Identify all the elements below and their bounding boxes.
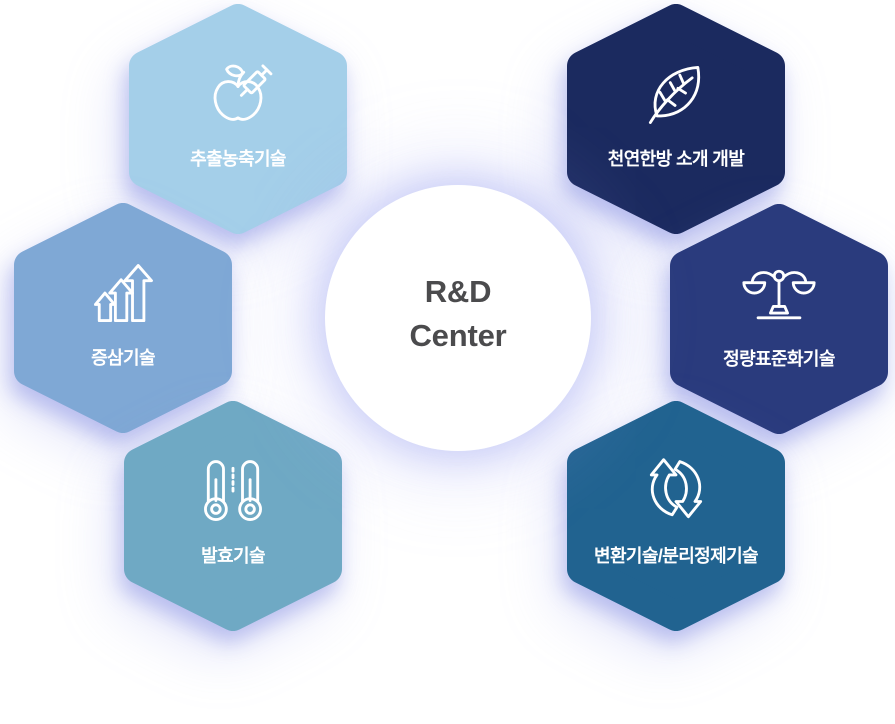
thermometers-icon <box>204 460 262 521</box>
hexagon-shape <box>124 401 342 631</box>
hexagon-ginseng-steaming: 증삼기술 <box>14 202 232 434</box>
hexagon-label: 추출농축기술 <box>190 149 286 169</box>
hexagon-quantitative-standardization: 정량표준화기술 <box>670 203 888 435</box>
hexagon-label: 발효기술 <box>201 546 265 566</box>
hexagon-shape <box>567 401 785 631</box>
hexagon-extraction-concentration: 추출농축기술 <box>129 3 347 235</box>
hexagon-label: 천연한방 소개 개발 <box>607 149 745 169</box>
center-title: R&D Center <box>410 270 507 358</box>
hexagon-label: 변환기술/분리정제기술 <box>594 546 759 566</box>
hexagon-label: 증삼기술 <box>91 348 155 368</box>
growth-arrows-icon <box>94 264 153 323</box>
leaf-icon <box>648 66 701 124</box>
hexagon-shape <box>14 203 232 433</box>
cycle-arrows-icon <box>649 458 703 519</box>
hexagon-shape <box>567 4 785 234</box>
balance-scale-icon <box>742 269 816 320</box>
center-title-line1: R&D <box>424 274 492 309</box>
center-circle: R&D Center <box>325 185 591 451</box>
hexagon-fermentation: 발효기술 <box>124 400 342 632</box>
hexagon-conversion-separation: 변환기술/분리정제기술 <box>567 400 785 632</box>
hexagon-label: 정량표준화기술 <box>723 349 835 369</box>
center-title-line2: Center <box>409 318 507 353</box>
apple-syringe-icon <box>213 64 273 121</box>
hexagon-natural-herbal-development: 천연한방 소개 개발 <box>567 3 785 235</box>
